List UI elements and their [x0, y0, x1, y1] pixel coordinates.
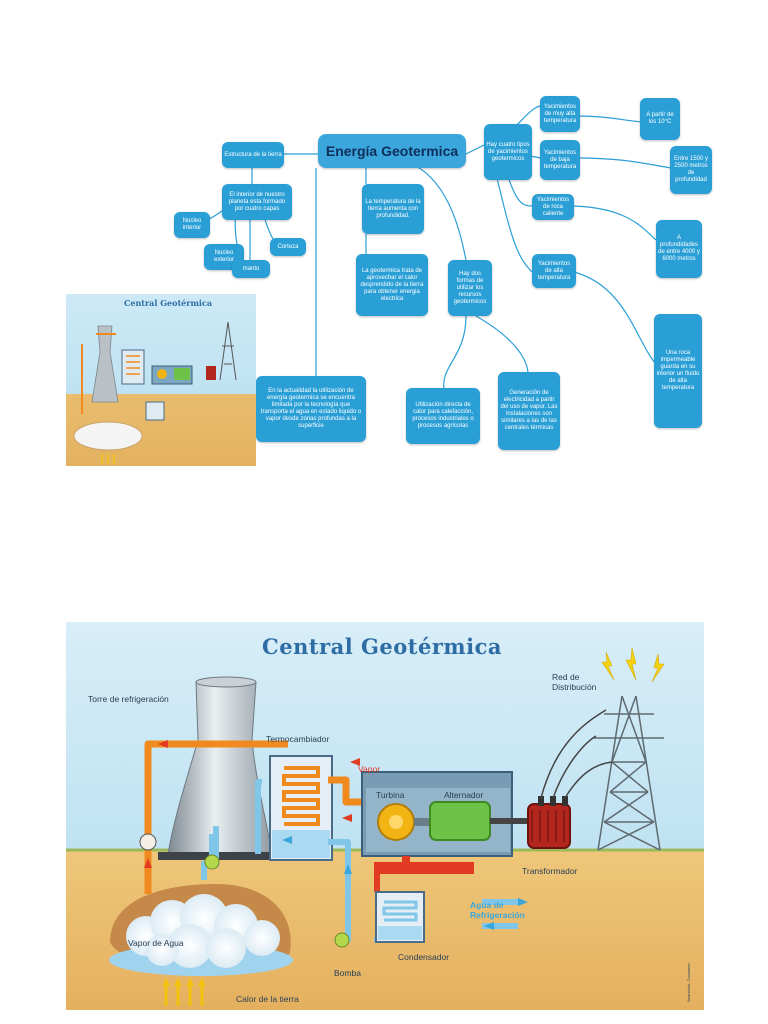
label-condensador: Condensador	[398, 952, 450, 962]
node-alta: Yacimientos de alta temperatura	[532, 254, 576, 288]
label-agua-1: Agua de	[470, 900, 504, 910]
node-roca: Yacimientos de roca caliente	[532, 194, 574, 220]
node-manto: manto	[232, 260, 270, 278]
node-temperatura: La temperatura de la tierra aumenta con …	[362, 184, 424, 234]
node-generacion: Generación de electricidad a partir del …	[498, 372, 560, 450]
node-baja: Yacimientos de baja temperatura	[540, 140, 580, 180]
mind-map-title: Energía Geotermica	[318, 134, 466, 168]
node-tipos: Hay cuatro tipos de yacimientos geotermi…	[484, 124, 532, 180]
node-muy-alta: Yacimientos de muy alta temperatura	[540, 96, 580, 132]
node-4000: A profundidades de entre 4000 y 6000 met…	[656, 220, 702, 278]
label-calor: Calor de la tierra	[236, 994, 299, 1004]
node-aprovechar: La geotermica trata de aprovechar el cal…	[356, 254, 428, 316]
node-nucleo-interior: Nucleo interior	[174, 212, 210, 238]
diagram-title: Central Geotérmica	[262, 634, 503, 659]
node-formas: Hay dos formas de utilizar los recursos …	[448, 260, 492, 316]
label-vapor-agua: Vapor de Agua	[128, 938, 184, 948]
label-transformador: Transformador	[522, 866, 578, 876]
diagram-illustration	[66, 622, 704, 1010]
label-vapor: Vapor	[358, 764, 381, 774]
inset-illustration	[73, 321, 237, 464]
label-turbina: Turbina	[376, 790, 405, 800]
label-alternador: Alternador	[444, 790, 484, 800]
node-corteza: Corteza	[270, 238, 306, 256]
label-agua-2: Refrigeración	[470, 910, 525, 920]
label-termocambiador: Termocambiador	[266, 734, 330, 744]
node-interior: El interior de nuestro planeta esta form…	[222, 184, 292, 220]
mind-map-panel: Energía Geotermica Estructura de la tier…	[66, 76, 726, 466]
node-actualidad: En la actualidad la utilización de energ…	[256, 376, 366, 442]
central-geotermica-diagram: Central Geotérmica Torre de refrigeració…	[66, 622, 704, 1010]
label-torre: Torre de refrigeración	[88, 694, 169, 704]
inset-central-diagram: Central Geotérmica	[66, 294, 256, 466]
label-red-2: Distribución	[552, 682, 597, 692]
node-1500: Entre 1500 y 2500 metros de profundidad	[670, 146, 712, 194]
label-credit: Ilustración: Consumer	[686, 963, 691, 1002]
inset-title: Central Geotérmica	[124, 298, 213, 308]
node-partir: A partir de los 10°C	[640, 98, 680, 140]
label-red-1: Red de	[552, 672, 580, 682]
node-directo: Utilización directa de calor para calefa…	[406, 388, 480, 444]
node-impermeable: Una roca impermeable guarda en su interi…	[654, 314, 702, 428]
node-estructura: Estructura de la tierra	[222, 142, 284, 168]
label-bomba: Bomba	[334, 968, 361, 978]
